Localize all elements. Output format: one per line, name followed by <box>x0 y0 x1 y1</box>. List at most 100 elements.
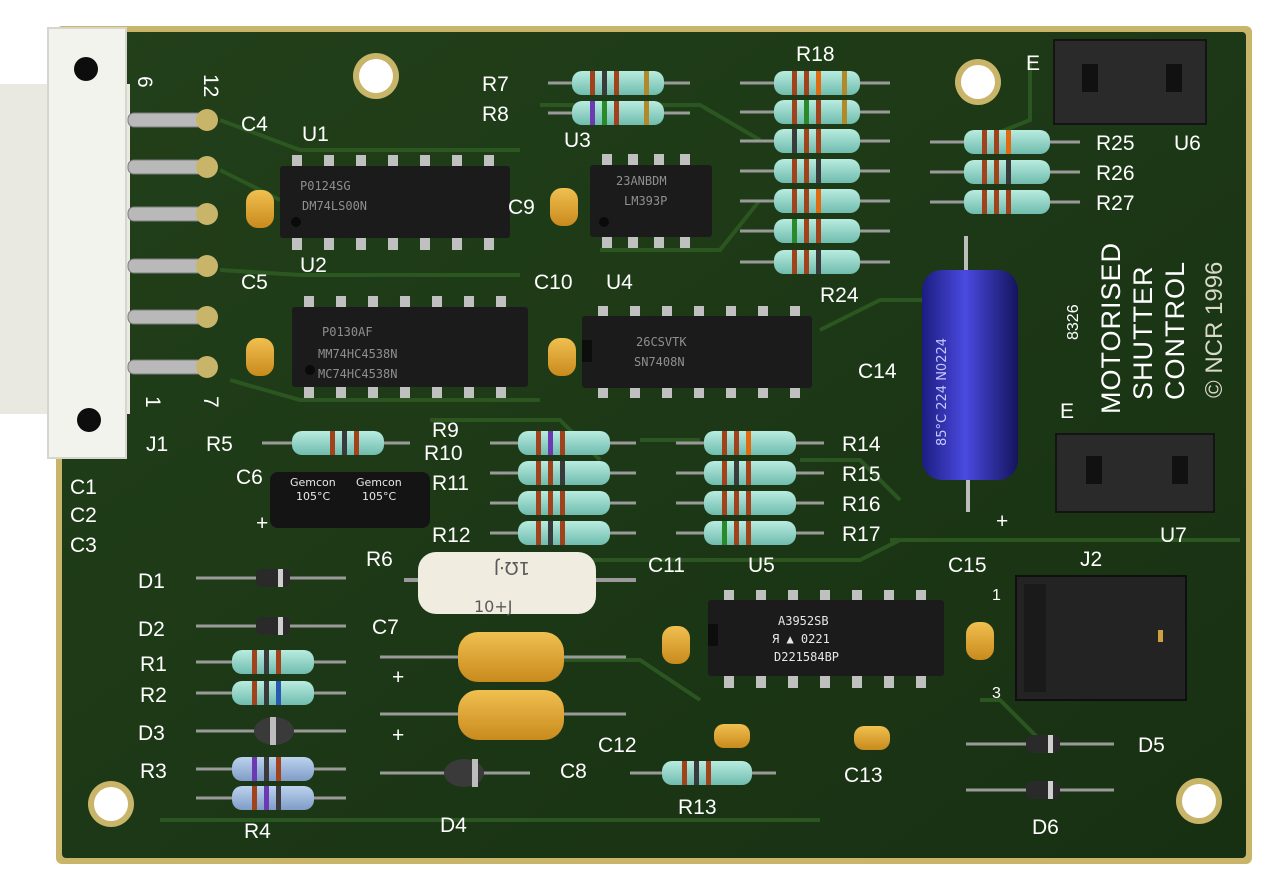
label-d2: D2 <box>138 618 165 641</box>
u1-marking-1: P0124SG <box>300 179 351 193</box>
label-plus-c7b: + <box>392 724 404 747</box>
label-plus-c6: + <box>256 512 268 535</box>
jumper-u6 <box>1053 39 1207 125</box>
label-c12: C12 <box>598 734 637 757</box>
label-d5: D5 <box>1138 734 1165 757</box>
label-r24: R24 <box>820 284 859 307</box>
label-r3: R3 <box>140 760 167 783</box>
label-c15: C15 <box>948 554 987 577</box>
label-r5: R5 <box>206 433 233 456</box>
label-r17: R17 <box>842 523 881 546</box>
title-line-3: CONTROL <box>1160 261 1190 400</box>
label-e-mid: E <box>1060 400 1074 423</box>
resistor-bands <box>252 71 1011 810</box>
label-c13: C13 <box>844 764 883 787</box>
ic-u1 <box>280 155 510 250</box>
label-u1: U1 <box>302 123 329 146</box>
label-c14: C14 <box>858 360 897 383</box>
label-j2-pin1: 1 <box>992 587 1001 604</box>
label-c8: C8 <box>560 760 587 783</box>
c6-temp-1: 105°C <box>296 490 330 503</box>
label-c4: C4 <box>241 113 268 136</box>
label-c2: C2 <box>70 504 97 527</box>
label-r11: R11 <box>432 472 469 495</box>
label-r9: R9 <box>432 419 459 442</box>
jumper-u7 <box>1055 433 1215 513</box>
label-u3: U3 <box>564 129 591 152</box>
j1-connector <box>0 27 218 459</box>
c6-brand-1: Gemcon <box>290 476 336 489</box>
label-d1: D1 <box>138 570 165 593</box>
board-title: MOTORISED SHUTTER CONTROL © NCR 1996 832… <box>1065 242 1228 414</box>
label-e-top: E <box>1026 52 1040 75</box>
u3-marking-1: 23ANBDM <box>616 174 667 188</box>
label-r4: R4 <box>244 820 271 843</box>
label-pin-12: 12 <box>199 74 222 97</box>
r6-marking-2: 10+J <box>474 597 512 616</box>
u5-marking-3: D221584BP <box>774 650 839 664</box>
label-c6: C6 <box>236 466 263 489</box>
mounting-holes <box>88 53 1222 827</box>
u5-marking-2: Я ▲ 0221 <box>772 632 830 646</box>
label-c10: C10 <box>534 271 573 294</box>
u1-marking-2: DM74LS00N <box>302 199 367 213</box>
copyright-text: © NCR 1996 <box>1201 262 1228 398</box>
label-c3: C3 <box>70 534 97 557</box>
connector-j2 <box>1015 575 1187 701</box>
u4-marking-1: 26CSVTK <box>636 335 687 349</box>
r6-marking-1: 1Ω·J <box>494 557 530 578</box>
capacitor-c6: Gemcon 105°C Gemcon 105°C <box>270 472 430 528</box>
label-c7: C7 <box>372 616 399 639</box>
label-c11: C11 <box>648 554 685 577</box>
ic-u3 <box>590 154 712 248</box>
label-r18: R18 <box>796 43 835 66</box>
u4-marking-2: SN7408N <box>634 355 685 369</box>
label-u4: U4 <box>606 271 633 294</box>
label-plus-c7a: + <box>392 666 404 689</box>
small-code: 8326 <box>1065 304 1082 340</box>
title-line-2: SHUTTER <box>1128 266 1158 401</box>
label-pin-7: 7 <box>199 396 222 408</box>
u2-marking-1: P0130AF <box>322 325 373 339</box>
tantalum-capacitors <box>380 632 626 740</box>
capacitor-c14: 85°C 224 N0224 <box>922 236 1018 512</box>
label-u7: U7 <box>1160 524 1187 547</box>
label-r6: R6 <box>366 548 393 571</box>
c14-marking: 85°C 224 N0224 <box>935 338 950 446</box>
label-r8: R8 <box>482 103 509 126</box>
label-pin-6: 6 <box>133 76 156 88</box>
label-j2: J2 <box>1080 548 1102 571</box>
ic-u5 <box>708 590 944 688</box>
label-r26: R26 <box>1096 162 1135 185</box>
label-r1: R1 <box>140 653 167 676</box>
u3-marking-2: LM393P <box>624 194 667 208</box>
label-r12: R12 <box>432 524 471 547</box>
silkscreen-labels: 6 12 1 7 C4 U1 U2 C5 C10 U4 C9 U3 R7 R8 … <box>70 43 1201 843</box>
resistor-r6: 1Ω·J 10+J <box>404 552 636 616</box>
label-plus-c14: + <box>996 510 1008 533</box>
label-r7: R7 <box>482 73 509 96</box>
ic-u4 <box>582 306 812 398</box>
ceramic-capacitors <box>246 188 994 750</box>
c6-brand-2: Gemcon <box>356 476 402 489</box>
label-c5: C5 <box>241 271 268 294</box>
label-c1: C1 <box>70 476 97 499</box>
label-j1: J1 <box>146 433 168 456</box>
label-r16: R16 <box>842 493 881 516</box>
label-r14: R14 <box>842 433 881 456</box>
label-r25: R25 <box>1096 132 1135 155</box>
label-d4: D4 <box>440 814 467 837</box>
label-r27: R27 <box>1096 192 1135 215</box>
label-c9: C9 <box>508 196 535 219</box>
title-line-1: MOTORISED <box>1096 242 1126 414</box>
u2-marking-3: MC74HC4538N <box>318 367 397 381</box>
label-d3: D3 <box>138 722 165 745</box>
c6-temp-2: 105°C <box>362 490 396 503</box>
label-j2-pin3: 3 <box>992 685 1001 702</box>
u2-marking-2: MM74HC4538N <box>318 347 397 361</box>
diodes <box>254 569 1060 799</box>
label-d6: D6 <box>1032 816 1059 839</box>
label-u2: U2 <box>300 254 327 277</box>
ic-u2 <box>292 296 528 398</box>
